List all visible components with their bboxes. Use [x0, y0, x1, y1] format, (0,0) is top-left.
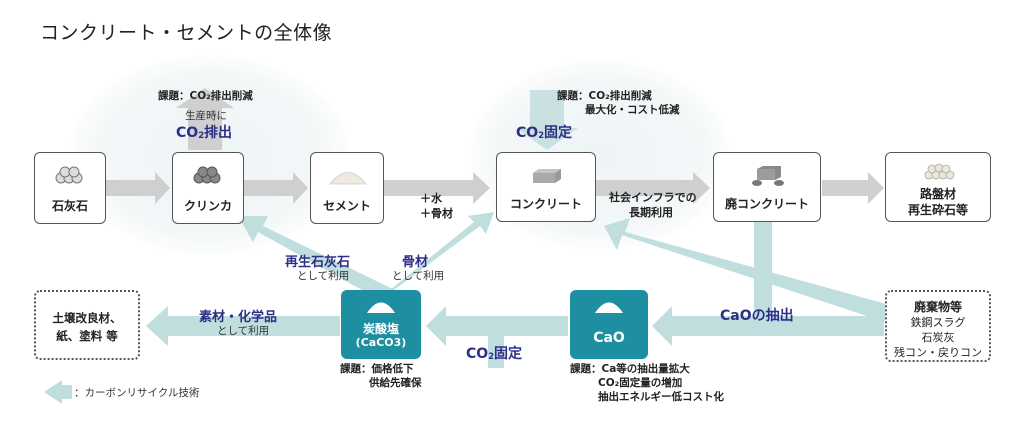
concrete-issue-line1: 課題：CO₂排出削減 [557, 90, 652, 102]
arrow-co2-fixation-down [516, 90, 578, 150]
powder-pile-icon [595, 302, 623, 313]
legend-label: ：カーボンリサイクル技術 [74, 387, 200, 399]
rock-pile-icon [55, 166, 83, 184]
powder-pile-icon [367, 302, 395, 313]
concrete-block-icon [533, 169, 561, 183]
soil-line2: 紙、塗料 等 [56, 329, 118, 343]
clinker-pile-icon [193, 166, 221, 184]
arrow-waste-to-cao [652, 306, 884, 346]
waste-item: 石炭灰 [921, 331, 955, 344]
box-waste-concrete: 廃コンクリート [713, 152, 821, 222]
clinker-co2-emission: CO2排出 [176, 125, 233, 141]
arrow-cement-to-concrete [384, 172, 490, 204]
label-recycled-limestone-sub: として利用 [297, 270, 350, 282]
box-limestone: 石灰石 [34, 152, 106, 224]
arrow-clinker-to-cement [244, 172, 308, 204]
flow-label-water: ＋水 [420, 192, 442, 205]
flow-label-infra-line2: 長期利用 [629, 206, 673, 219]
label-limestone: 石灰石 [51, 199, 88, 213]
flow-label-aggregate: ＋骨材 [420, 207, 453, 220]
label-roadbed-line2: 再生砕石等 [907, 203, 968, 217]
carbonate-issue-line1: 課題：価格低下 [340, 363, 414, 375]
carbonate-label: 炭酸塩 [362, 322, 399, 336]
waste-item: 鉄鋼スラグ [910, 316, 966, 329]
label-cao-extraction: CaOの抽出 [720, 308, 794, 324]
label-materials: 素材・化学品 [199, 310, 278, 325]
box-soil-materials: 土壌改良材、 紙、塗料 等 [34, 290, 140, 360]
label-co2-fixation-bottom: CO2固定 [466, 346, 523, 362]
arrow-cao-to-carbonate [426, 306, 568, 346]
flow-label-infra-line1: 社会インフラでの [609, 191, 697, 204]
arrow-carbonate-to-concrete [380, 212, 494, 298]
label-aggregate-sub: として利用 [392, 270, 445, 282]
arrow-co2-emission [176, 88, 234, 150]
carbonate-issue-line2: 供給先確保 [369, 377, 422, 389]
clinker-emission-note: 生産時に [185, 110, 227, 122]
concrete-co2-fixation: CO2固定 [516, 125, 573, 141]
box-carbonate: 炭酸塩 (CaCO3) [341, 290, 421, 359]
label-cement: セメント [323, 199, 371, 213]
box-roadbed: 路盤材 再生砕石等 [885, 152, 991, 222]
box-cao: CaO [570, 290, 648, 359]
gravel-icon [924, 163, 955, 180]
waste-title: 廃棄物等 [913, 300, 962, 314]
bar-co2-fixation [488, 334, 504, 368]
arrow-waste-to-roadbed [822, 172, 884, 204]
box-clinker: クリンカ [172, 152, 244, 224]
label-materials-sub: として利用 [217, 325, 270, 337]
box-concrete: コンクリート [496, 152, 596, 222]
label-roadbed-line1: 路盤材 [919, 187, 956, 201]
cao-issue-line1: 課題：Ca等の抽出量拡大 [570, 363, 690, 375]
rubble-icon [752, 166, 784, 186]
box-waste-materials: 廃棄物等 鉄鋼スラグ 石炭灰 残コン・戻りコン [885, 290, 991, 362]
arrow-carbonate-to-soil [146, 306, 340, 346]
cao-label: CaO [593, 330, 625, 346]
waste-item: 残コン・戻りコン [894, 346, 982, 359]
carbonate-formula: (CaCO3) [355, 336, 407, 349]
arrow-carbonate-to-clinker [238, 216, 395, 300]
cao-issue-line3: 抽出エネルギー低コスト化 [598, 391, 724, 403]
label-clinker: クリンカ [183, 199, 232, 213]
label-aggregate: 骨材 [402, 255, 429, 270]
arrow-concrete-to-waste [596, 172, 710, 204]
label-recycled-limestone: 再生石灰石 [285, 255, 351, 270]
concrete-issue-line2: 最大化・コスト低減 [585, 104, 680, 116]
soil-line1: 土壌改良材、 [52, 311, 122, 325]
label-concrete: コンクリート [509, 197, 582, 211]
clinker-issue: 課題：CO₂排出削減 [158, 90, 253, 102]
arrow-limestone-to-clinker [106, 172, 170, 204]
box-cement: セメント [310, 152, 384, 224]
label-waste-concrete: 廃コンクリート [724, 197, 809, 211]
arrow-waste-to-concrete [604, 218, 890, 322]
page-title: コンクリート・セメントの全体像 [40, 22, 333, 44]
powder-pile-icon [329, 172, 367, 185]
cao-issue-line2: CO₂固定量の増加 [598, 377, 683, 389]
